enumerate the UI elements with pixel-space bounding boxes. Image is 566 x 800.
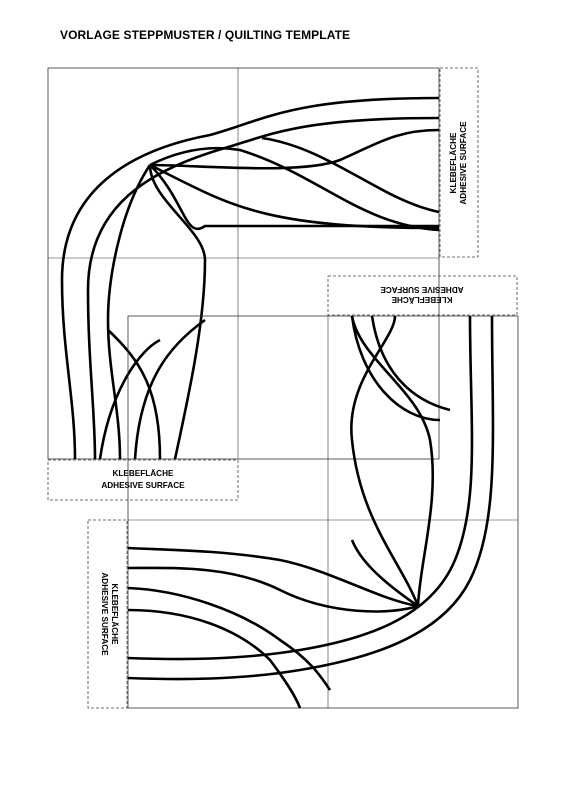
quilting-pattern-corner: [60, 96, 440, 460]
template-frame: [127, 315, 519, 709]
adhesive-label-line2: ADHESIVE SURFACE: [100, 572, 109, 656]
quilting-pattern-corner: [127, 315, 495, 709]
adhesive-label-line1: KLEBEFLÄCHE: [113, 468, 174, 478]
adhesive-label-line2: ADHESIVE SURFACE: [459, 121, 468, 205]
template-top-left: KLEBEFLÄCHE ADHESIVE SURFACE KLEBEFLÄCHE…: [47, 67, 479, 501]
adhesive-tab-frame: [47, 459, 239, 501]
template-frame: [47, 67, 440, 460]
adhesive-label-line1: KLEBEFLÄCHE: [110, 584, 120, 645]
adhesive-tab-frame: [87, 519, 128, 709]
page-title: VORLAGE STEPPMUSTER / QUILTING TEMPLATE: [60, 28, 351, 42]
adhesive-label-line1: KLEBEFLÄCHE: [448, 132, 458, 193]
adhesive-label-line2: ADHESIVE SURFACE: [380, 285, 464, 294]
adhesive-tab-frame: [439, 67, 479, 258]
adhesive-label-line2: ADHESIVE SURFACE: [101, 481, 185, 490]
template-bottom-right: KLEBEFLÄCHE ADHESIVE SURFACE KLEBEFLÄCHE…: [87, 275, 519, 709]
adhesive-tab-frame: [327, 275, 518, 316]
adhesive-label-line1: KLEBEFLÄCHE: [391, 295, 452, 305]
